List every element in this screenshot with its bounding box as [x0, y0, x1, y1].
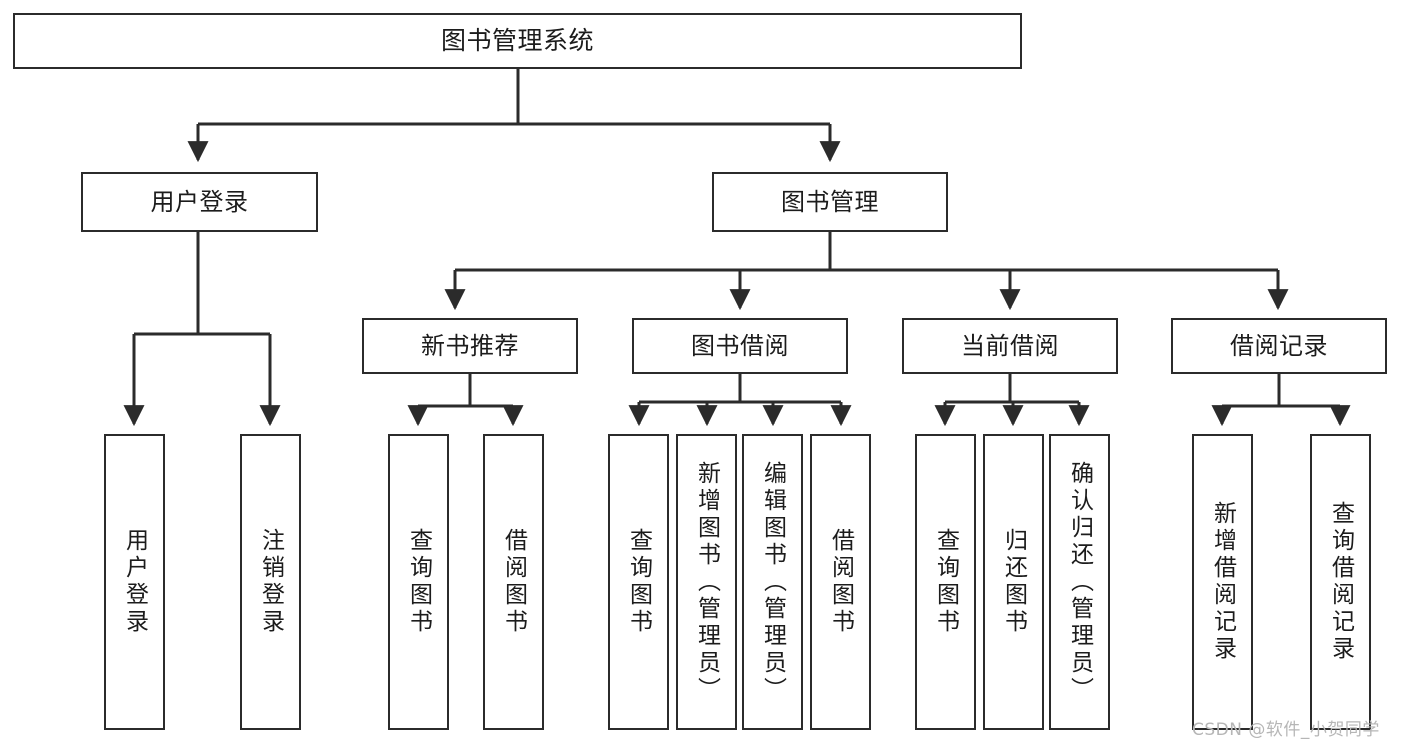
node-user-login[interactable]: 用户登录 [81, 172, 318, 232]
leaf-borrow-record-query-record[interactable]: 查询借阅记录 [1310, 434, 1371, 730]
leaf-book-borrow-query-book[interactable]: 查询图书 [608, 434, 669, 730]
leaf-label: 查询图书 [405, 528, 432, 636]
leaf-book-borrow-edit-book[interactable]: 编辑图书（管理员） [742, 434, 803, 730]
leaf-label: 借阅图书 [500, 528, 527, 636]
leaf-current-borrow-confirm-return[interactable]: 确认归还（管理员） [1049, 434, 1110, 730]
leaf-label: 用户登录 [121, 528, 148, 636]
leaf-label: 注销登录 [257, 528, 284, 636]
leaf-label: 新增借阅记录 [1209, 501, 1236, 663]
leaf-user-login-logout[interactable]: 注销登录 [240, 434, 301, 730]
leaf-label: 借阅图书 [827, 528, 854, 636]
leaf-label: 查询图书 [932, 528, 959, 636]
leaf-label: 新增图书（管理员） [693, 460, 720, 704]
leaf-borrow-record-add-record[interactable]: 新增借阅记录 [1192, 434, 1253, 730]
leaf-current-borrow-return-book[interactable]: 归还图书 [983, 434, 1044, 730]
leaf-new-book-borrow-book[interactable]: 借阅图书 [483, 434, 544, 730]
node-root-book-management-system[interactable]: 图书管理系统 [13, 13, 1022, 69]
node-current-borrow[interactable]: 当前借阅 [902, 318, 1118, 374]
node-book-management[interactable]: 图书管理 [712, 172, 948, 232]
node-borrow-record[interactable]: 借阅记录 [1171, 318, 1387, 374]
csdn-watermark: CSDN @软件_小贺同学 [1192, 720, 1380, 740]
leaf-new-book-query-book[interactable]: 查询图书 [388, 434, 449, 730]
leaf-label: 查询借阅记录 [1327, 501, 1354, 663]
leaf-label: 归还图书 [1000, 528, 1027, 636]
node-new-book-recommend[interactable]: 新书推荐 [362, 318, 578, 374]
leaf-current-borrow-query-book[interactable]: 查询图书 [915, 434, 976, 730]
leaf-user-login-login[interactable]: 用户登录 [104, 434, 165, 730]
node-book-borrow[interactable]: 图书借阅 [632, 318, 848, 374]
leaf-label: 查询图书 [625, 528, 652, 636]
leaf-book-borrow-borrow-book[interactable]: 借阅图书 [810, 434, 871, 730]
leaf-label: 编辑图书（管理员） [759, 460, 786, 704]
leaf-book-borrow-add-book[interactable]: 新增图书（管理员） [676, 434, 737, 730]
leaf-label: 确认归还（管理员） [1066, 460, 1093, 704]
